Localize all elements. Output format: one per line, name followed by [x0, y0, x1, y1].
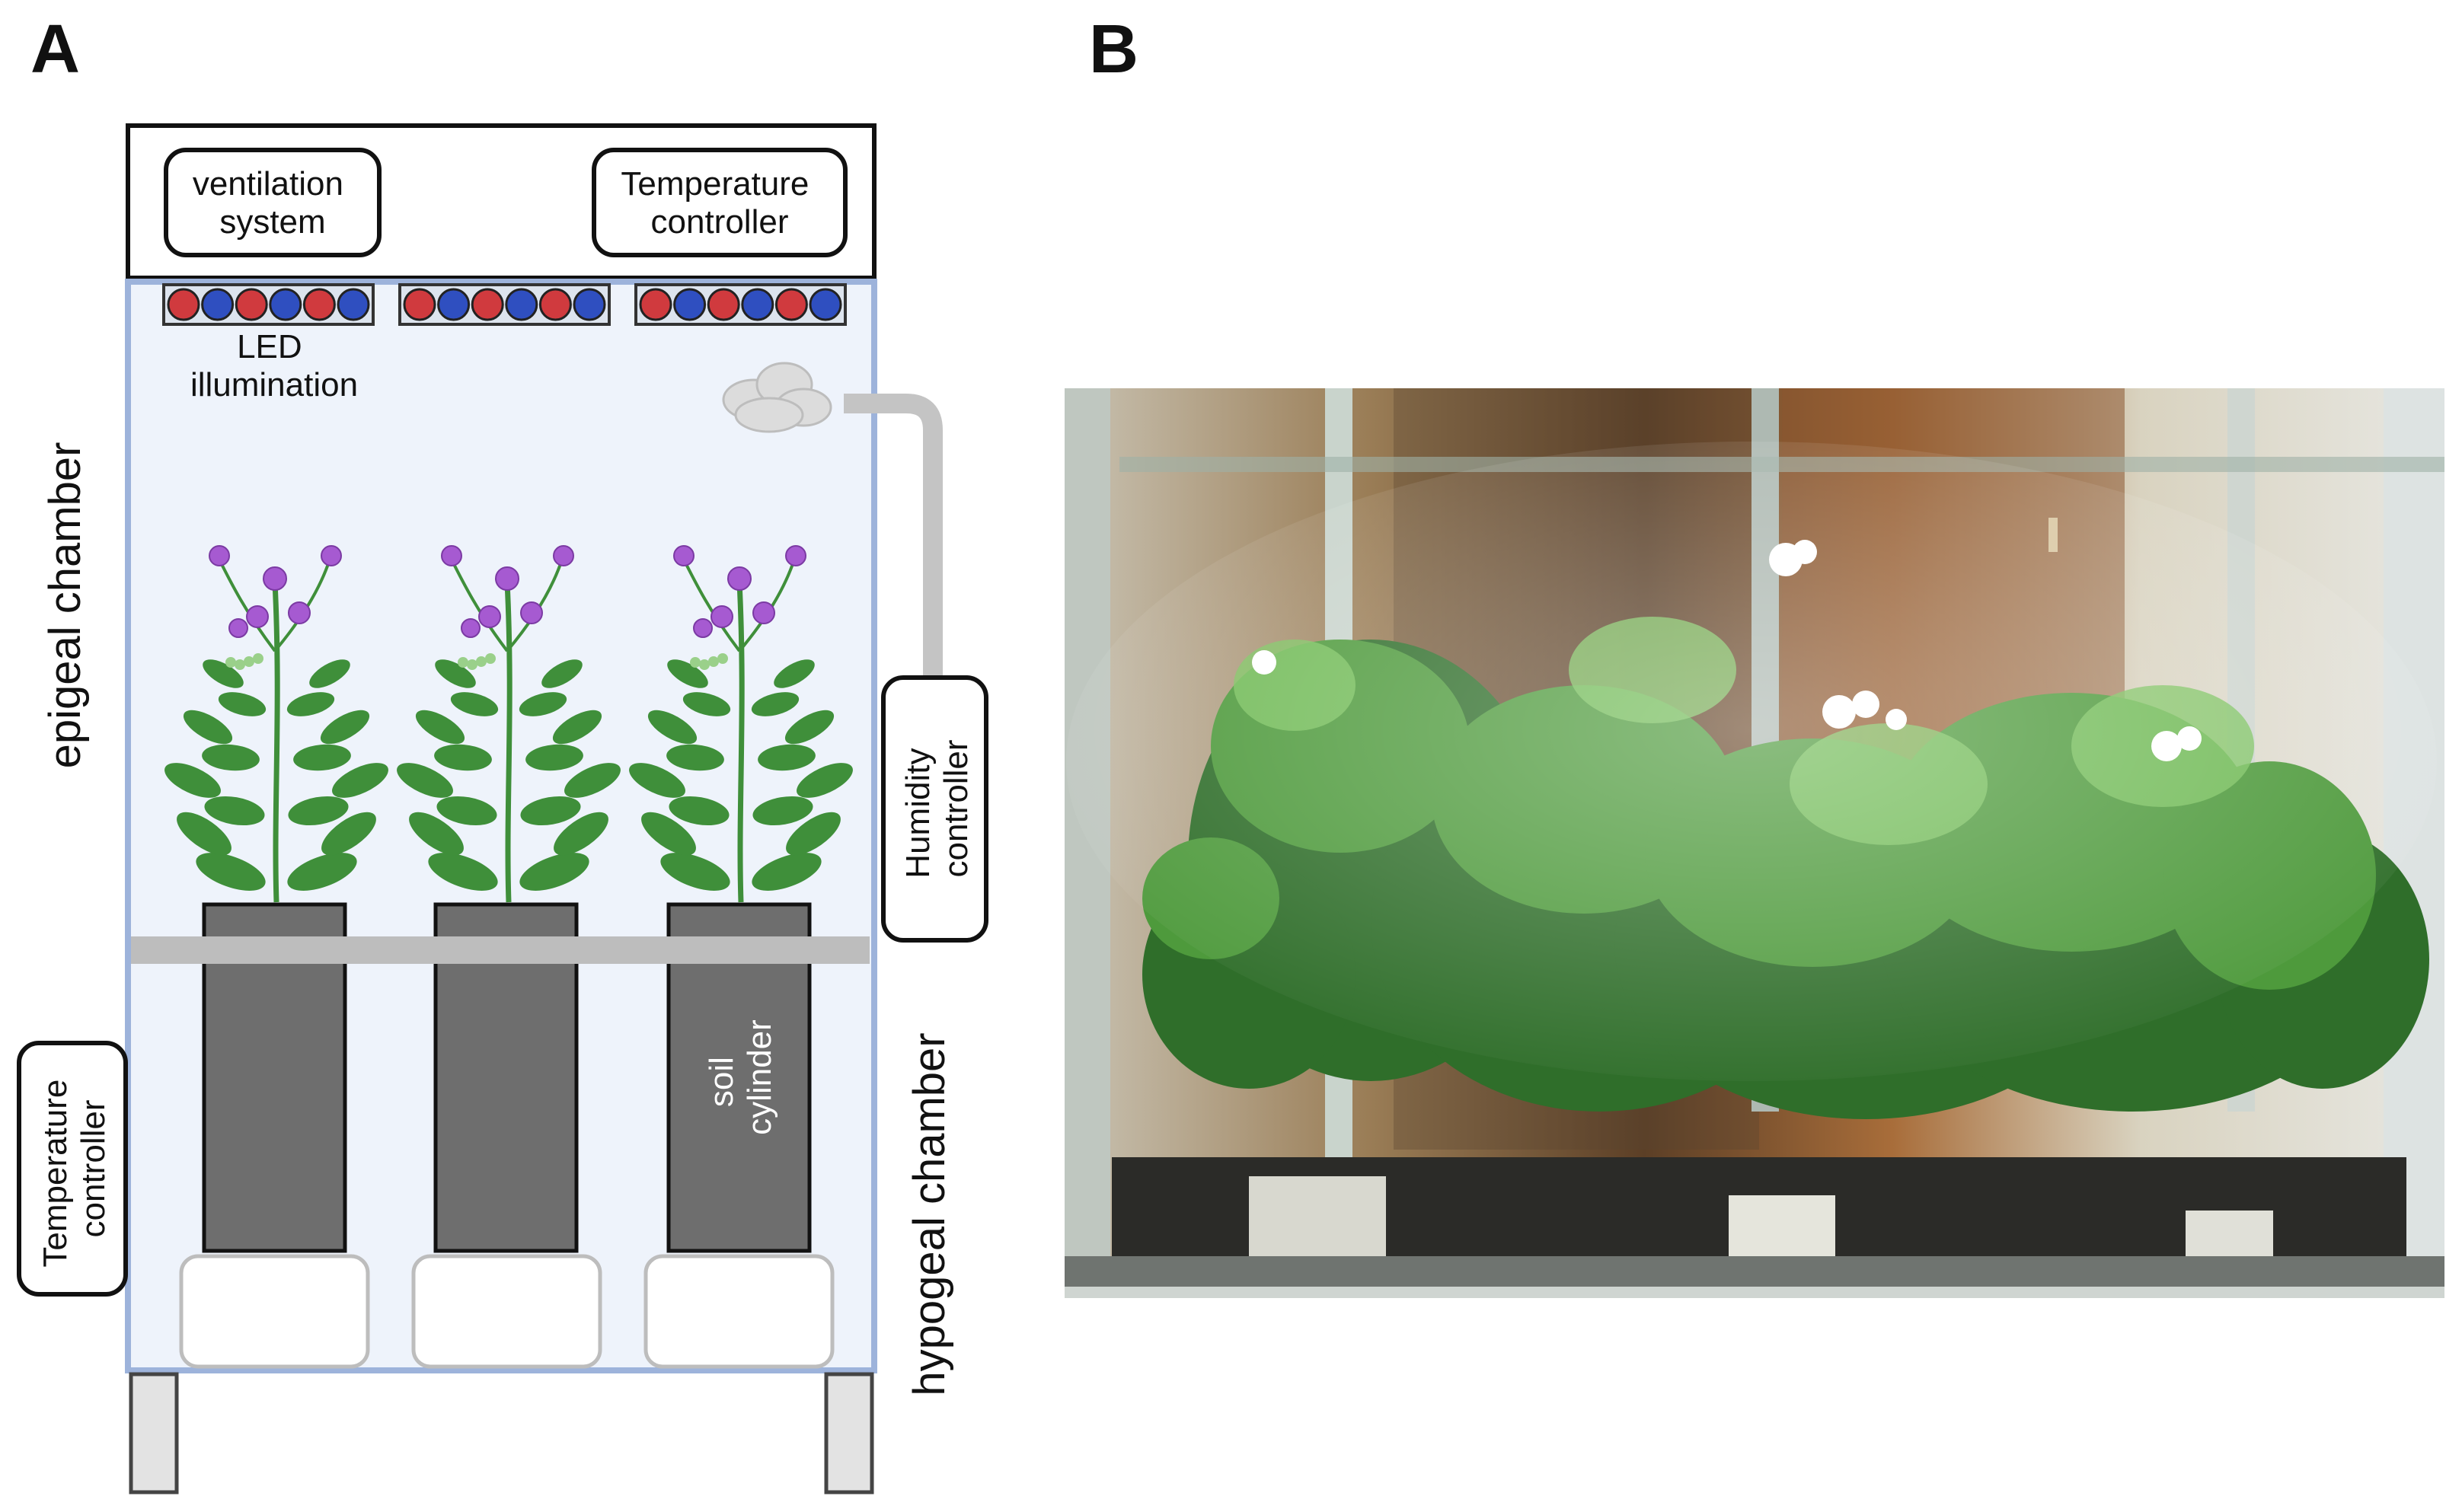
led-bulb	[167, 288, 200, 321]
led-bulb	[235, 288, 268, 321]
led-bulb	[741, 288, 774, 321]
led-bulb	[269, 288, 302, 321]
panel-a: A ventilation system Temperature control…	[17, 11, 988, 1494]
top-temperature-controller-box	[592, 148, 848, 257]
ventilation-system-label: ventilation system	[193, 165, 353, 241]
led-bulb	[538, 288, 572, 321]
led-bulb	[573, 288, 606, 321]
soil-cylinder-label: soil cylinder	[703, 1019, 778, 1135]
chamber-leg	[129, 1372, 179, 1494]
led-bulb	[337, 288, 370, 321]
side-temperature-controller-box	[17, 1041, 128, 1297]
chamber-shelf	[131, 936, 870, 964]
led-bulb	[437, 288, 471, 321]
panel-a-label: A	[30, 11, 80, 88]
panel-b-label: B	[1089, 11, 1138, 88]
led-bulb	[505, 288, 538, 321]
led-bulb	[403, 288, 436, 321]
humidity-pipe	[844, 394, 943, 678]
led-bulb	[302, 288, 336, 321]
led-bulb	[707, 288, 740, 321]
plant-photo-icon	[1065, 388, 2444, 1298]
led-bulb	[471, 288, 504, 321]
led-bulb	[201, 288, 235, 321]
led-bulb	[774, 288, 808, 321]
side-temperature-controller-label: Temperature controller	[37, 1070, 112, 1267]
epigeal-chamber-label: epigeal chamber	[40, 442, 90, 769]
ventilation-system-box	[164, 148, 382, 257]
led-bulb	[639, 288, 672, 321]
humidity-controller-label: Humidity controller	[899, 738, 975, 878]
chamber-leg	[824, 1372, 874, 1494]
top-temperature-controller-label: Temperature controller	[621, 165, 818, 241]
collection-tray	[179, 1254, 370, 1369]
led-bulb	[809, 288, 842, 321]
hypogeal-chamber-label: hypogeal chamber	[905, 1032, 954, 1396]
humidity-cloud-icon	[722, 362, 832, 433]
panel-b: B	[1065, 11, 2444, 1298]
led-bulb	[673, 288, 707, 321]
led-strips	[162, 283, 847, 326]
collection-tray	[643, 1254, 835, 1369]
humidity-controller-box	[881, 675, 988, 943]
led-illumination-label: LED illumination	[190, 328, 358, 404]
collection-tray	[411, 1254, 602, 1369]
